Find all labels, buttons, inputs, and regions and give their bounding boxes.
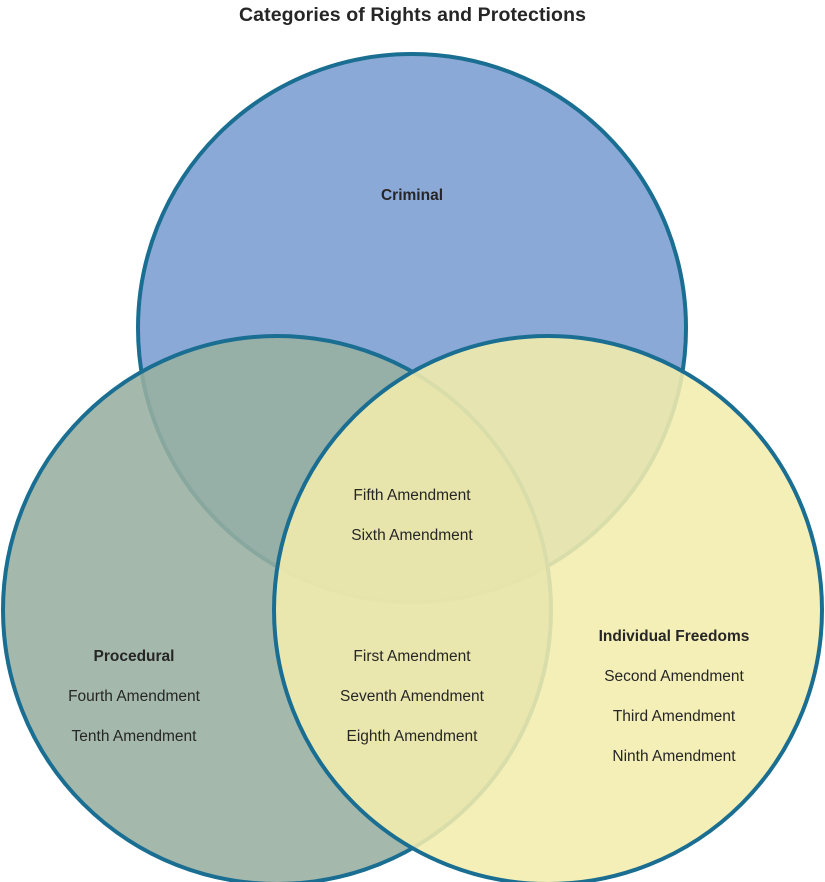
circle-individual-freedoms (272, 334, 824, 882)
page-title: Categories of Rights and Protections (238, 4, 587, 26)
venn-circle-group (1, 52, 824, 882)
